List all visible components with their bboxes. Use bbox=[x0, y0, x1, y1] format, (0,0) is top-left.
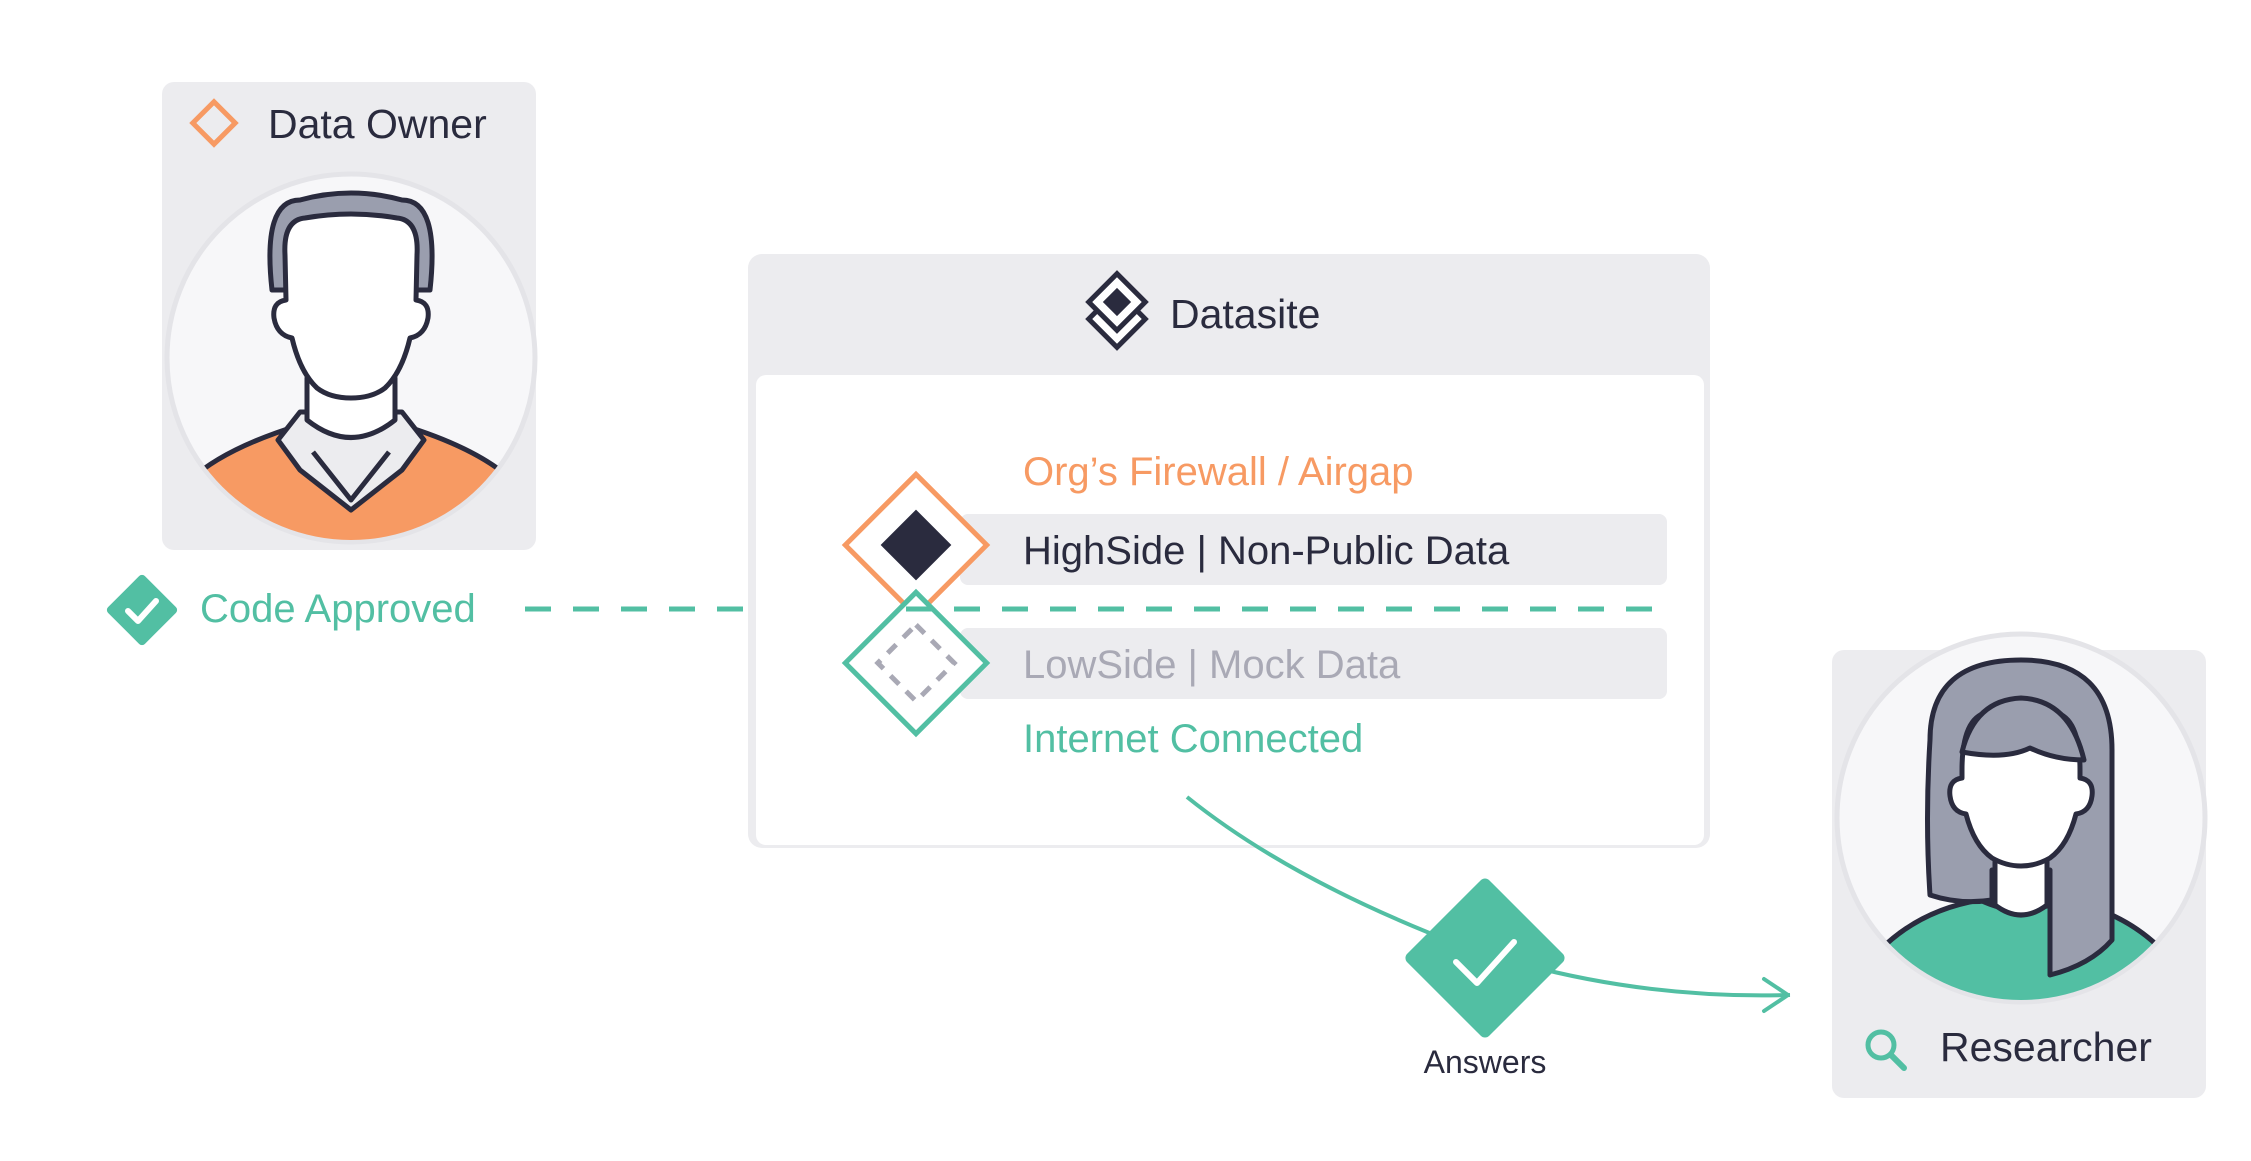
answers-label: Answers bbox=[1424, 1044, 1547, 1080]
datasite-stacked-diamonds-icon bbox=[1085, 270, 1149, 351]
code-approved-check-icon bbox=[106, 574, 178, 646]
lowside-row bbox=[960, 628, 1667, 699]
answers-check-icon bbox=[1405, 878, 1565, 1038]
highside-row bbox=[960, 514, 1667, 585]
data-owner-card: Data Owner bbox=[106, 82, 538, 646]
code-approved-label: Code Approved bbox=[200, 587, 476, 631]
data-owner-title: Data Owner bbox=[268, 101, 487, 147]
firewall-label: Org’s Firewall / Airgap bbox=[1023, 450, 1414, 494]
lowside-dashed-diamond-icon bbox=[841, 588, 991, 738]
data-owner-diamond-icon bbox=[189, 98, 239, 148]
highside-label: HighSide | Non-Public Data bbox=[1023, 529, 1510, 573]
lowside-label: LowSide | Mock Data bbox=[1023, 643, 1401, 687]
researcher-card: Researcher bbox=[1832, 631, 2208, 1098]
researcher-title: Researcher bbox=[1940, 1024, 2152, 1070]
datasite-title: Datasite bbox=[1170, 291, 1320, 337]
data-owner-avatar bbox=[164, 171, 538, 545]
answers-arrowhead-icon bbox=[1762, 977, 1790, 1013]
researcher-magnifier-icon bbox=[1865, 1029, 1907, 1071]
highside-diamond-icon bbox=[841, 470, 991, 620]
internet-connected-label: Internet Connected bbox=[1023, 717, 1363, 761]
datasite-card: Datasite Org’s Firewall / Airgap HighSid… bbox=[748, 254, 1710, 848]
datasite-body bbox=[756, 375, 1704, 845]
